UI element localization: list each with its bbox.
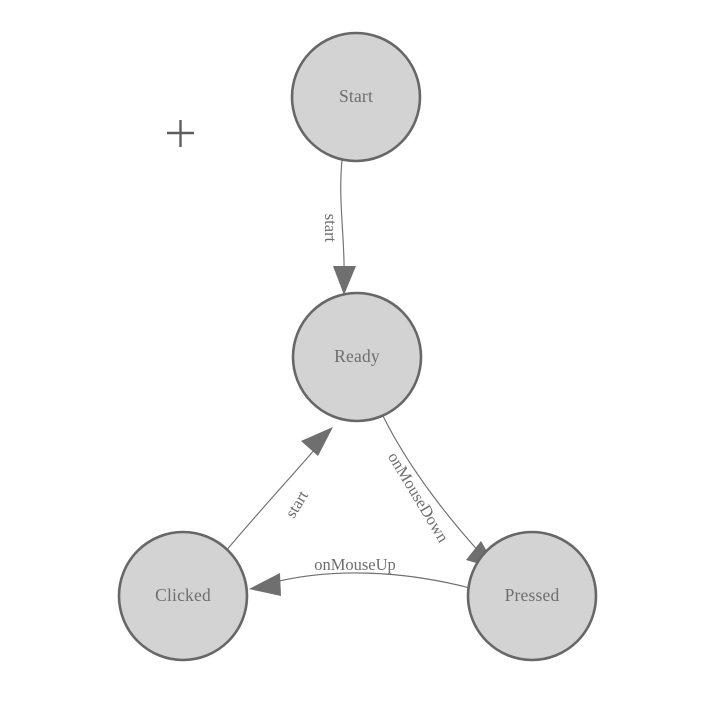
edge-pressed-to-clicked-path — [270, 572, 471, 589]
node-ready[interactable]: Ready — [291, 291, 423, 423]
edge-clicked-to-ready[interactable]: start — [224, 427, 333, 553]
edge-label-clicked-to-ready: start — [281, 487, 312, 521]
edge-label-pressed-to-clicked: onMouseUp — [314, 555, 396, 574]
edge-start-to-ready[interactable]: start — [321, 159, 356, 295]
node-ready-label: Ready — [334, 346, 380, 366]
arrowhead-into-ready-top — [333, 266, 356, 295]
edge-label-ready-to-pressed: onMouseDown — [384, 449, 453, 546]
edge-start-to-ready-path — [340, 159, 345, 275]
node-start[interactable]: Start — [290, 31, 422, 163]
node-clicked[interactable]: Clicked — [117, 530, 249, 662]
edge-ready-to-pressed-path — [382, 415, 483, 556]
edge-label-start-to-ready: start — [321, 214, 340, 243]
arrowhead-into-ready-bottom — [301, 427, 333, 456]
node-pressed-circle[interactable] — [466, 530, 598, 662]
crosshair-icon — [167, 120, 194, 147]
node-start-label: Start — [339, 86, 373, 106]
edge-ready-to-pressed[interactable]: onMouseDown — [382, 415, 497, 569]
edge-clicked-to-ready-path — [224, 447, 317, 553]
node-clicked-circle[interactable] — [117, 530, 249, 662]
edge-pressed-to-clicked[interactable]: onMouseUp — [249, 555, 471, 596]
node-start-circle[interactable] — [290, 31, 422, 163]
node-ready-circle[interactable] — [291, 291, 423, 423]
arrowhead-into-clicked — [249, 573, 281, 596]
node-pressed[interactable]: Pressed — [466, 530, 598, 662]
node-clicked-label: Clicked — [155, 585, 211, 605]
node-pressed-label: Pressed — [505, 585, 560, 605]
